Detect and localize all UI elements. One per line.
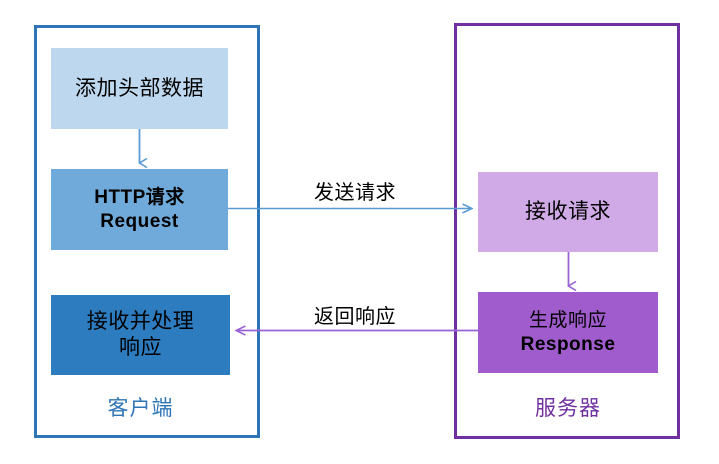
box-receive-process-label: 接收并处理 响应 [51, 309, 230, 360]
box-generate-response[interactable]: 生成响应 Response [478, 292, 658, 373]
connector-label-return-response: 返回响应 [314, 306, 396, 328]
client-caption: 客户端 [107, 397, 174, 420]
box-http-request-line1: HTTP请求 [94, 187, 185, 209]
box-generate-response-line1: 生成响应 [528, 310, 607, 332]
server-caption: 服务器 [535, 397, 601, 420]
client-container [34, 25, 260, 438]
box-http-request-label: HTTP请求 Request [51, 186, 228, 232]
box-receive-process-line1: 接收并处理 [86, 310, 195, 334]
box-http-request-line2: Request [100, 210, 179, 232]
box-generate-response-line2: Response [520, 333, 616, 355]
box-http-request[interactable]: HTTP请求 Request [51, 169, 228, 250]
box-receive-and-process-response[interactable]: 接收并处理 响应 [51, 295, 230, 375]
box-receive-request[interactable]: 接收请求 [478, 172, 658, 252]
box-receive-request-label: 接收请求 [525, 200, 611, 224]
box-add-header-label: 添加头部数据 [75, 76, 204, 100]
box-generate-response-label: 生成响应 Response [478, 309, 658, 355]
box-add-header-data[interactable]: 添加头部数据 [51, 48, 228, 129]
server-container [454, 23, 680, 439]
box-receive-process-line2: 响应 [119, 336, 162, 359]
connector-label-send-request: 发送请求 [314, 182, 396, 204]
